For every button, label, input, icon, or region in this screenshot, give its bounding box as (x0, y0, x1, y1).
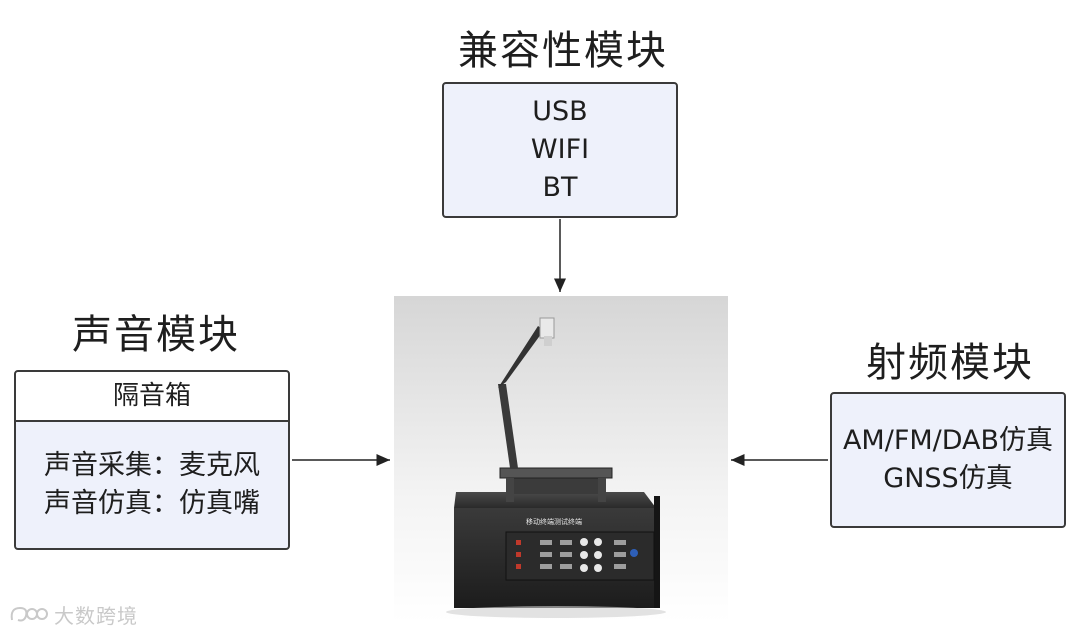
sound-module-box: 声音采集：麦克风 声音仿真：仿真嘴 (14, 420, 290, 550)
rf-item-radio: AM/FM/DAB仿真 (842, 425, 1054, 456)
compat-item-bt: BT (542, 172, 578, 203)
test-device-image: 移动终端测试终端 (394, 296, 728, 622)
rf-module-box: AM/FM/DAB仿真 GNSS仿真 (830, 392, 1066, 528)
compat-module-box: USB WIFI BT (442, 82, 678, 218)
rf-module-title: 射频模块 (866, 340, 1034, 386)
device-panel-label: 移动终端测试终端 (526, 517, 582, 526)
watermark-text: 大数跨境 (54, 604, 138, 628)
compat-item-wifi: WIFI (530, 134, 590, 165)
sound-module-title: 声音模块 (72, 312, 240, 358)
rf-item-gnss: GNSS仿真 (883, 463, 1013, 494)
watermark: 大数跨境 (8, 600, 138, 629)
sound-header-label: 隔音箱 (112, 381, 191, 411)
compat-item-usb: USB (532, 96, 588, 127)
watermark-logo-icon (10, 606, 48, 621)
sound-item-capture: 声音采集：麦克风 (44, 450, 260, 481)
sound-item-simulation: 声音仿真：仿真嘴 (44, 488, 260, 519)
compat-module-title: 兼容性模块 (458, 28, 668, 74)
